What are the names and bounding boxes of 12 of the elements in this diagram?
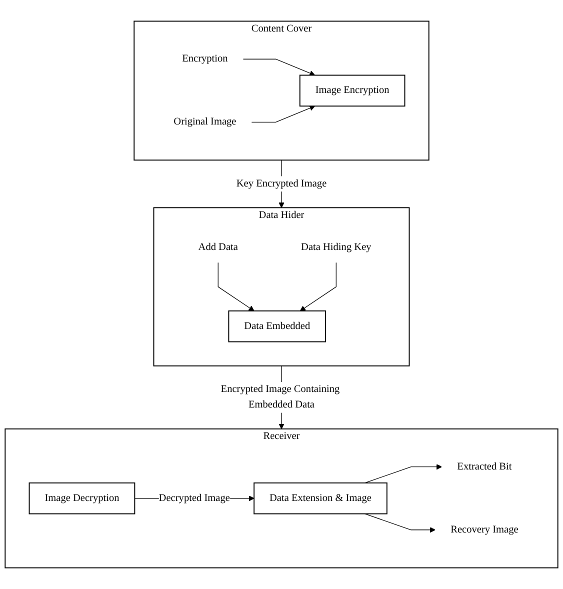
text-label: Original Image bbox=[174, 116, 236, 128]
text-label: Encryption bbox=[182, 53, 228, 64]
process-box: Data Embedded bbox=[228, 310, 326, 342]
edge-label: Decrypted Image bbox=[158, 490, 230, 506]
edge-label: Key Encrypted Image bbox=[236, 176, 327, 192]
process-box: Data Extension & Image bbox=[254, 482, 388, 514]
text-label: Add Data bbox=[198, 241, 238, 252]
text-label: Data Hiding Key bbox=[301, 241, 372, 252]
text-label: Extracted Bit bbox=[457, 461, 512, 472]
process-box: Image Encryption bbox=[299, 74, 406, 107]
process-box: Image Decryption bbox=[28, 482, 136, 514]
text-label: Recovery Image bbox=[450, 524, 518, 536]
